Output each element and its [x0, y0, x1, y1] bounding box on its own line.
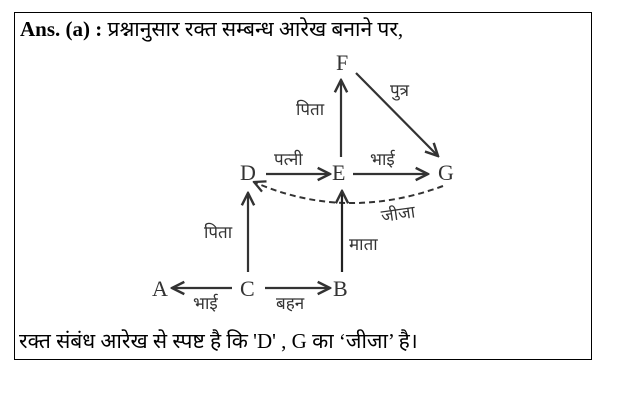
- label-G-D: जीजा: [380, 201, 417, 227]
- label-F-G: पुत्र: [390, 81, 410, 101]
- label-D-E: पत्नी: [274, 149, 303, 170]
- answer-intro-line: Ans. (a) : प्रश्नानुसार रक्त सम्बन्ध आरे…: [20, 16, 403, 42]
- node-G: G: [438, 160, 454, 185]
- answer-intro-text: प्रश्नानुसार रक्त सम्बन्ध आरेख बनाने पर,: [102, 17, 404, 41]
- arrow-G-D-dashed: [254, 182, 444, 205]
- answer-box: Ans. (a) : प्रश्नानुसार रक्त सम्बन्ध आरे…: [14, 12, 592, 360]
- label-E-G: भाई: [370, 149, 396, 170]
- node-B: B: [333, 276, 348, 301]
- arrow-F-G: [355, 72, 438, 156]
- answer-label: Ans. (a) :: [20, 17, 103, 41]
- label-C-D: पिता: [204, 222, 233, 243]
- label-C-A: भाई: [193, 293, 219, 314]
- node-F: F: [336, 50, 348, 75]
- node-C: C: [240, 276, 255, 301]
- label-E-F: पिता: [296, 99, 325, 120]
- answer-conclusion: रक्त संबंध आरेख से स्पष्ट है कि 'D' , G …: [19, 329, 418, 353]
- node-A: A: [152, 276, 168, 301]
- label-B-E: माता: [349, 235, 378, 255]
- node-D: D: [240, 160, 256, 185]
- label-C-B: बहन: [276, 294, 305, 314]
- node-E: E: [332, 160, 345, 185]
